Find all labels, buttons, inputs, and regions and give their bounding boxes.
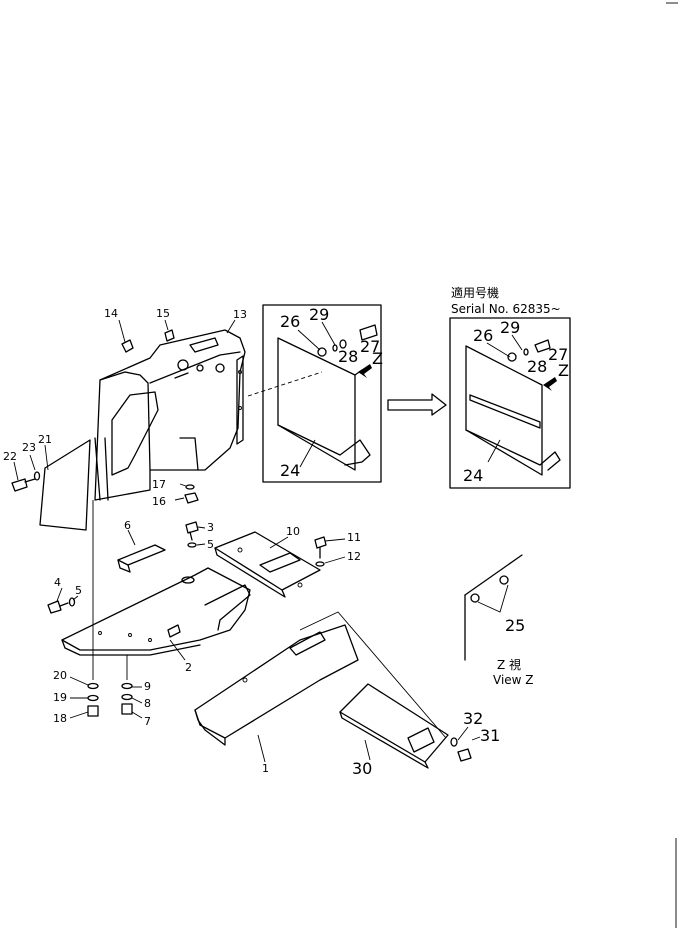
label-14: 14 <box>104 307 118 320</box>
label-25: 25 <box>505 616 525 635</box>
bracket-6 <box>117 544 166 573</box>
washer-17 <box>185 484 195 490</box>
washer-32 <box>450 737 458 747</box>
washer-23 <box>33 471 41 481</box>
label-31: 31 <box>480 726 500 745</box>
serial-jp-label: 適用号機 <box>451 285 499 300</box>
label-27-right: 27 <box>548 345 568 364</box>
bolt-7 <box>121 703 133 715</box>
label-12: 12 <box>347 550 361 563</box>
label-7: 7 <box>144 715 151 728</box>
nut-16 <box>184 492 199 504</box>
label-16: 16 <box>152 495 166 508</box>
label-6: 6 <box>124 519 131 532</box>
label-30: 30 <box>352 759 372 778</box>
part-labels: 14 15 13 21 23 22 17 16 6 3 5 10 11 12 4… <box>3 305 569 778</box>
view-z-label: View Z <box>493 673 534 687</box>
bolt-14 <box>121 339 134 353</box>
washer-8 <box>121 693 133 701</box>
long-cover-1 <box>194 624 359 746</box>
washer-20 <box>87 682 99 690</box>
view-z-detail <box>464 554 523 661</box>
label-28-right: 28 <box>527 357 547 376</box>
label-19: 19 <box>53 691 67 704</box>
label-5-left: 5 <box>75 584 82 597</box>
washer-5-upper <box>187 542 197 548</box>
frame-2 <box>61 567 251 656</box>
label-3: 3 <box>207 521 214 534</box>
label-15: 15 <box>156 307 170 320</box>
label-32: 32 <box>463 709 483 728</box>
hood-cover-assembly <box>94 329 246 501</box>
label-29-right: 29 <box>500 318 520 337</box>
label-26-left: 26 <box>280 312 300 331</box>
label-9: 9 <box>144 680 151 693</box>
label-z-left: Z <box>372 349 383 368</box>
label-2: 2 <box>185 661 192 674</box>
bolt-22 <box>11 478 36 492</box>
plate-10 <box>214 531 321 598</box>
leader-dashed-hood-to-panel <box>247 371 323 397</box>
label-22: 22 <box>3 450 17 463</box>
label-24-left: 24 <box>280 461 300 480</box>
label-21: 21 <box>38 433 52 446</box>
bolt-18 <box>87 705 99 717</box>
label-28-left: 28 <box>338 347 358 366</box>
label-26-right: 26 <box>473 326 493 345</box>
label-13: 13 <box>233 308 247 321</box>
label-17: 17 <box>152 478 166 491</box>
serial-number: Serial No. 62835~ <box>451 302 561 316</box>
label-24-right: 24 <box>463 466 483 485</box>
label-27-left: 27 <box>360 337 380 356</box>
bolt-15 <box>164 329 175 342</box>
bolt-3 <box>185 521 199 541</box>
washer-12 <box>315 561 325 567</box>
washer-5-left <box>68 597 76 607</box>
label-4: 4 <box>54 576 61 589</box>
side-plate <box>39 439 91 531</box>
view-z-jp-label: Z 視 <box>497 657 521 672</box>
label-29-left: 29 <box>309 305 329 324</box>
arrow-updated-version <box>387 393 447 416</box>
washer-19 <box>87 694 99 702</box>
label-11: 11 <box>347 531 361 544</box>
bolt-4 <box>47 600 69 614</box>
label-20: 20 <box>53 669 67 682</box>
label-18: 18 <box>53 712 67 725</box>
leader-lines <box>13 319 523 763</box>
bolt-31 <box>457 748 472 762</box>
label-1: 1 <box>262 762 269 775</box>
label-z-right: Z <box>558 361 569 380</box>
panel-box-right <box>449 317 571 489</box>
label-23: 23 <box>22 441 36 454</box>
bolt-11 <box>314 536 327 559</box>
washer-9 <box>121 682 133 690</box>
panel-box-left <box>262 304 382 483</box>
label-10: 10 <box>286 525 300 538</box>
label-5-upper: 5 <box>207 538 214 551</box>
leader-line-long <box>299 611 447 739</box>
label-8: 8 <box>144 697 151 710</box>
plate-30 <box>339 683 449 769</box>
